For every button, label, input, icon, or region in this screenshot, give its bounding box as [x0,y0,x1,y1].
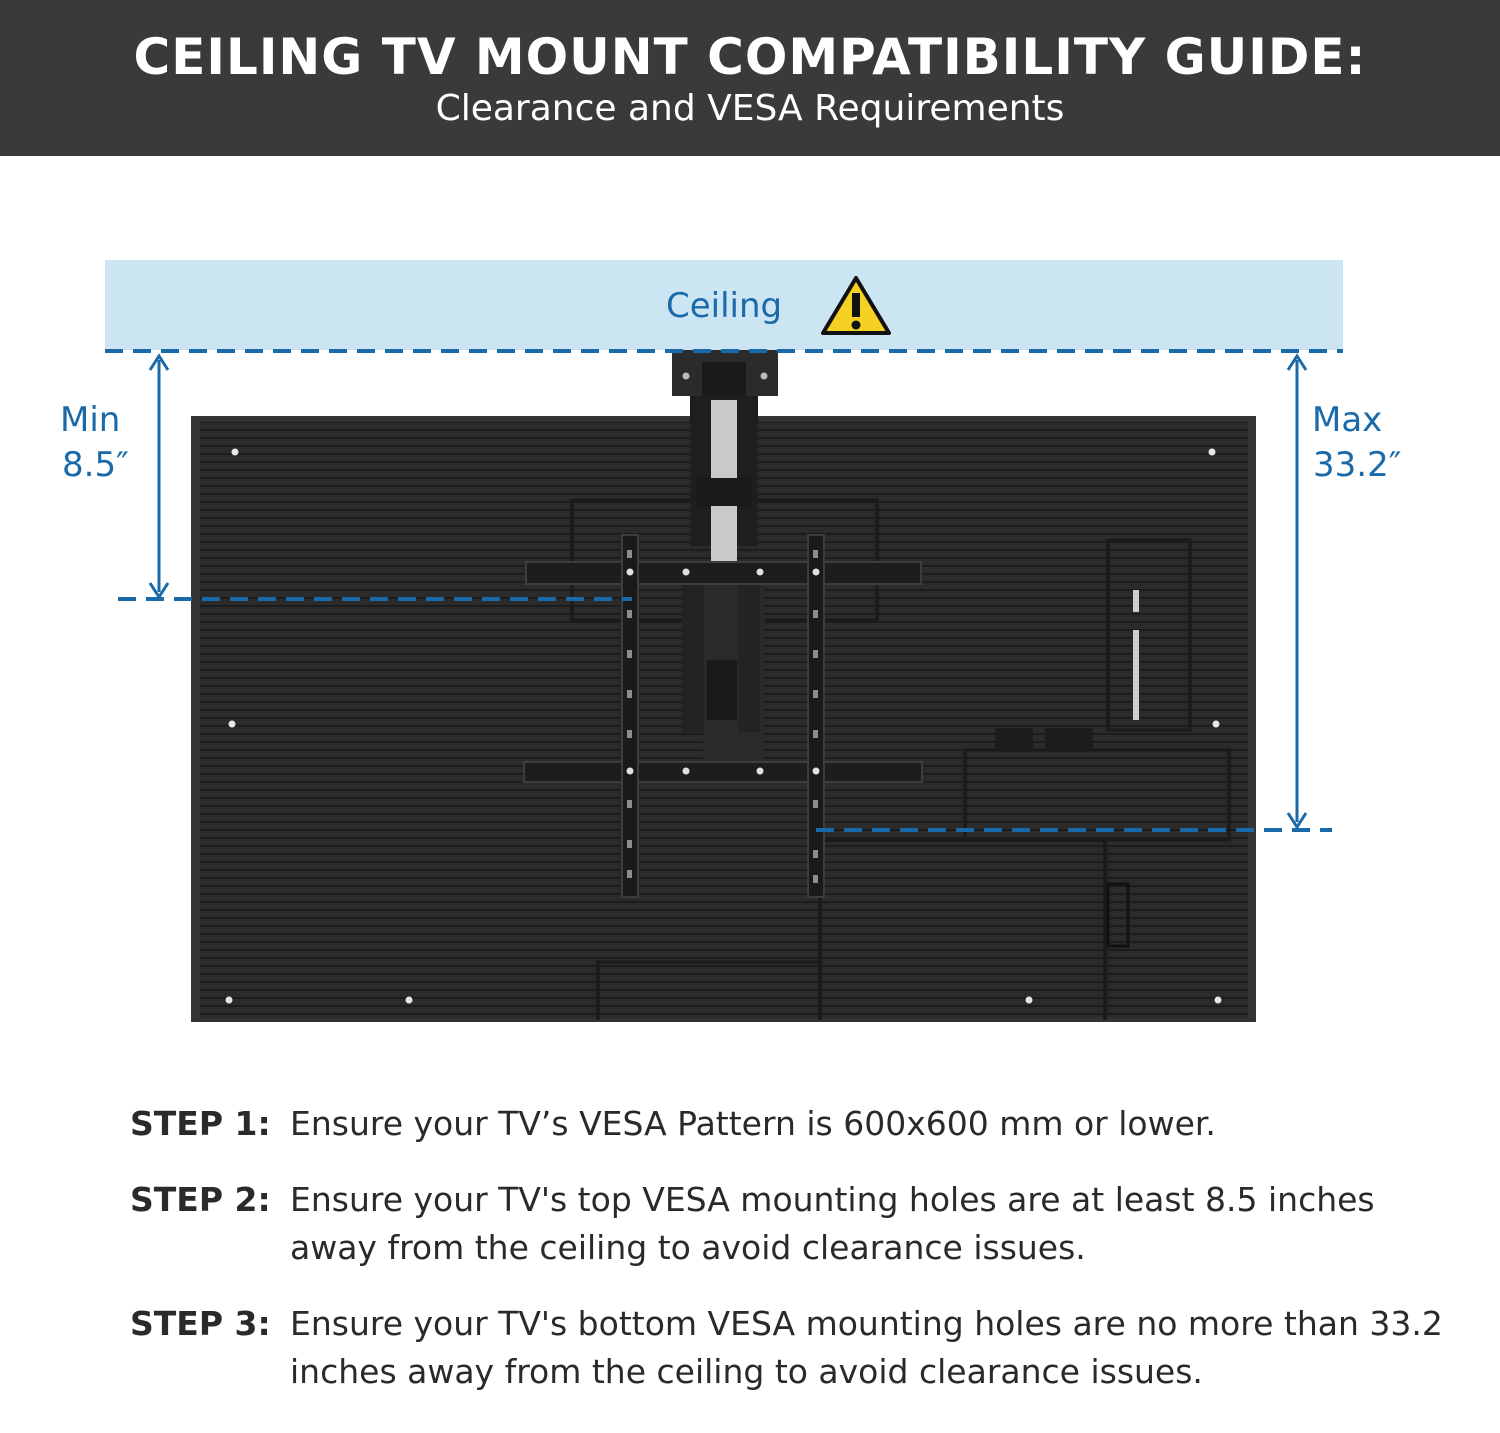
tv-bracket [523,534,923,898]
page-subtitle: Clearance and VESA Requirements [435,88,1065,129]
ceiling-mount [672,350,778,760]
min-value: 8.5″ [62,445,129,485]
page-title: CEILING TV MOUNT COMPATIBILITY GUIDE: [133,28,1367,86]
steps-list: STEP 1: Ensure your TV’s VESA Pattern is… [130,1100,1460,1424]
max-label: Max [1312,400,1383,440]
header-banner: CEILING TV MOUNT COMPATIBILITY GUIDE: Cl… [0,0,1500,156]
max-value: 33.2″ [1313,445,1402,485]
ceiling-band [105,260,1343,350]
mount-diagram [105,260,1343,1022]
step-3-text: Ensure your TV's bottom VESA mounting ho… [290,1304,1443,1391]
warning-triangle-icon [821,276,891,335]
step-3-label: STEP 3: [130,1304,271,1343]
step-3: STEP 3: Ensure your TV's bottom VESA mou… [130,1300,1460,1396]
dimension-lines [105,349,1343,832]
step-1-label: STEP 1: [130,1104,271,1143]
step-1-text: Ensure your TV’s VESA Pattern is 600x600… [290,1104,1216,1143]
step-2-label: STEP 2: [130,1180,271,1219]
min-label: Min [60,400,121,440]
step-1: STEP 1: Ensure your TV’s VESA Pattern is… [130,1100,1460,1148]
step-2-text: Ensure your TV's top VESA mounting holes… [290,1180,1375,1267]
step-2: STEP 2: Ensure your TV's top VESA mounti… [130,1176,1460,1272]
ceiling-label: Ceiling [666,286,783,326]
